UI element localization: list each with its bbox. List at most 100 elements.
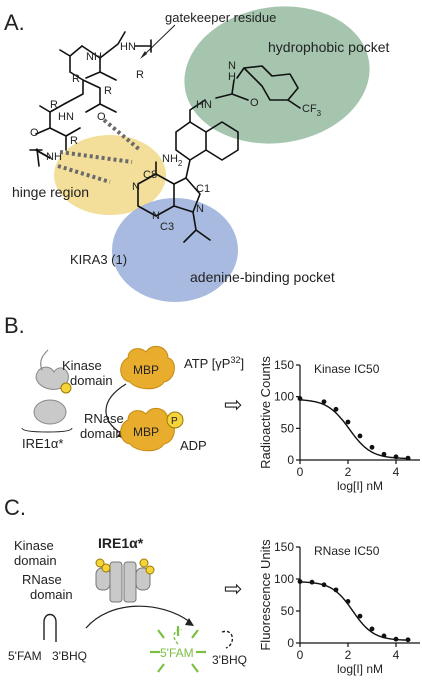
phospho-label: P (171, 416, 178, 427)
c-rnase-domain-1: RNase (22, 572, 62, 587)
panel-c-label: C. (4, 495, 26, 520)
panel-b: B. Kinase domain RNase domain IRE1α* MBP… (4, 313, 244, 453)
c-reaction-arrow (85, 605, 191, 629)
data-point (321, 582, 327, 588)
adenine-pocket-region (112, 198, 238, 302)
y-tick-label: 0 (287, 453, 294, 467)
atom-n1: N (132, 181, 140, 193)
atom-n3: N (196, 203, 204, 215)
adenine-pocket-label: adenine-binding pocket (190, 269, 335, 285)
c-ire-label: IRE1α* (98, 535, 144, 551)
y-tick-label: 150 (274, 358, 294, 372)
kinase-chart-xlabel: log[I] nM (337, 479, 383, 493)
fit-curve (299, 581, 411, 641)
cleaved-strand-right (221, 630, 233, 649)
b-output-arrow: ⇨ (224, 392, 242, 417)
rnase-chart-xlabel: log[I] nM (337, 662, 383, 676)
hairpin-substrate (43, 613, 57, 642)
adp-label: ADP (180, 438, 207, 453)
atp-label: ATP [γP32] (184, 355, 244, 371)
data-point (345, 419, 351, 425)
data-point (393, 454, 399, 460)
atom-r1: R (72, 73, 80, 85)
c-fam-left: 5'FAM (8, 649, 42, 663)
c-bhq-right: 3'BHQ (212, 653, 247, 667)
c-fam-center: 5'FAM (160, 646, 194, 660)
b-brace (21, 427, 73, 433)
y-tick-label: 50 (281, 604, 295, 618)
mbp-bottom-icon (120, 407, 175, 452)
hinge-region-label: hinge region (12, 184, 89, 200)
atom-amide-hn: HN (196, 99, 212, 111)
data-point (309, 579, 315, 585)
panel-a-label: A. (4, 10, 25, 35)
rnase-ic50-chart: RNase IC50 Fluorescence Units log[I] nM … (258, 539, 420, 676)
y-tick-label: 100 (274, 572, 294, 586)
gatekeeper-pointer (142, 24, 176, 57)
atom-r5: R (70, 135, 78, 147)
atom-hn-mid: HN (58, 111, 74, 123)
hbond-gatekeeper (102, 118, 142, 152)
panel-b-label: B. (4, 313, 25, 338)
hydrophobic-pocket-label: hydrophobic pocket (268, 39, 390, 55)
atom-o1: O (97, 111, 106, 123)
mbp-bottom-label: MBP (133, 425, 159, 439)
atom-o2: O (30, 127, 39, 139)
data-point (369, 626, 375, 632)
atom-c8: C8 (143, 169, 157, 181)
atom-hn-top: HN (120, 41, 136, 53)
y-tick-label: 50 (281, 421, 295, 435)
x-tick-label: 0 (297, 648, 304, 662)
ire1-protein-icon (33, 349, 72, 425)
b-reaction-arrow (105, 383, 127, 435)
atom-r2: R (136, 69, 144, 81)
data-point (297, 396, 303, 401)
mbp-top-label: MBP (133, 363, 159, 377)
atom-cf3: CF3 (302, 103, 322, 118)
panel-a: A. gatekeeper residue hydrophobic pocket… (4, 6, 390, 302)
gatekeeper-pointer-head (140, 51, 147, 59)
data-point (393, 636, 399, 642)
atom-c1: C1 (196, 183, 210, 195)
y-tick-label: 150 (274, 540, 294, 554)
fit-curve (300, 399, 411, 460)
kinase-chart-ylabel: Radioactive Counts (258, 356, 273, 469)
data-point (333, 406, 339, 412)
atom-c3: C3 (160, 221, 174, 233)
panel-c: C. Kinase domain RNase domain IRE1α* 5'F… (4, 495, 247, 673)
x-tick-label: 4 (393, 648, 400, 662)
b-kinase-domain-1: Kinase (62, 358, 102, 373)
kinase-ic50-chart: Kinase IC50 Radioactive Counts log[I] nM… (258, 356, 420, 493)
kinase-chart-title: Kinase IC50 (314, 362, 380, 376)
data-point (381, 451, 387, 457)
b-rnase-domain-2: domain (80, 426, 123, 441)
data-point (369, 444, 375, 450)
data-point (345, 599, 351, 604)
x-tick-label: 4 (393, 465, 400, 479)
c-bhq-left: 3'BHQ (52, 649, 87, 663)
data-point (357, 613, 363, 619)
atom-nh2: NH2 (162, 153, 183, 168)
c-kinase-domain-1: Kinase (14, 538, 54, 553)
data-point (405, 637, 411, 643)
x-tick-label: 2 (345, 465, 352, 479)
atom-r4: R (50, 99, 58, 111)
b-ire-label: IRE1α* (22, 436, 63, 451)
data-point (297, 579, 303, 584)
c-rnase-domain-2: domain (30, 587, 73, 602)
atom-nh-top: NH (86, 51, 102, 63)
x-tick-label: 0 (297, 465, 304, 479)
atom-nh-left: NH (46, 151, 62, 163)
rnase-chart-title: RNase IC50 (314, 544, 380, 558)
mbp-top-icon (120, 345, 175, 390)
atom-r3: R (104, 85, 112, 97)
atom-amide-n: HN (228, 60, 236, 83)
data-point (381, 633, 387, 639)
y-tick-label: 0 (287, 636, 294, 650)
data-point (405, 455, 411, 461)
fam-glow-icon (150, 626, 206, 673)
hbond-hinge-2 (59, 150, 133, 164)
atom-amide-o: O (250, 97, 259, 109)
kira3-structure (137, 65, 301, 243)
